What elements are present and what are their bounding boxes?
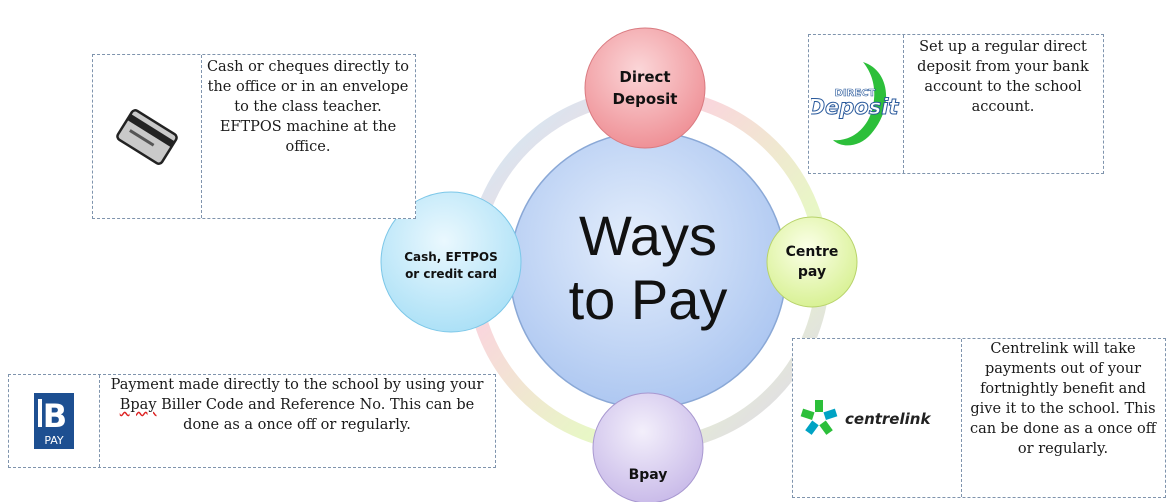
cash-circle [380, 191, 522, 333]
bpay-info-box: B PAY Payment made directly to the schoo… [8, 374, 496, 468]
cash-label: Cash, EFTPOS or credit card [404, 250, 498, 281]
bpay-icon-cell: B PAY [9, 375, 100, 467]
bpay-logo: B PAY [34, 393, 74, 449]
direct-deposit-logo: DIRECT Deposit [811, 62, 900, 146]
credit-card-icon [116, 108, 178, 165]
direct-deposit-circle [584, 27, 706, 149]
direct-deposit-logo-small: DIRECT [835, 88, 876, 99]
center-title-line2: to Pay [568, 268, 728, 331]
centrelink-info-text: Centrelink will take payments out of you… [969, 341, 1157, 457]
centrelink-logo: centrelink [800, 400, 931, 435]
cash-info-box: Cash or cheques directly to the office o… [92, 54, 416, 219]
direct-deposit-info-box: DIRECT Deposit Set up a regular direct d… [808, 34, 1104, 174]
direct-deposit-logo-large: Deposit [811, 95, 899, 119]
bpay-info-text: Payment made directly to the school by u… [99, 375, 495, 467]
centrelink-icon-cell: centrelink [793, 339, 962, 497]
centre-pay-label: Centre pay [785, 244, 839, 280]
bpay-label: Bpay [628, 467, 668, 483]
bpay-logo-b: B [43, 397, 67, 435]
direct-deposit-label: Direct Deposit [612, 68, 678, 108]
bpay-circle [592, 392, 704, 502]
cash-icon-cell [93, 55, 202, 218]
cash-info-text: Cash or cheques directly to the office o… [206, 59, 410, 155]
direct-deposit-icon-cell: DIRECT Deposit [809, 35, 904, 173]
centrelink-info-box: centrelink Centrelink will take payments… [792, 338, 1166, 498]
centrelink-logo-text: centrelink [845, 410, 931, 428]
bpay-info-paragraph: Payment made directly to the school by u… [103, 375, 491, 435]
bpay-text-wavy: Bpay [119, 397, 157, 413]
center-title: Ways to Pay [528, 204, 768, 332]
center-title-line1: Ways [579, 204, 717, 267]
centre-pay-circle [766, 216, 858, 308]
bpay-text-after: Biller Code and Reference No. This can b… [156, 397, 475, 433]
bpay-logo-pay: PAY [44, 434, 64, 447]
bpay-text-before: Payment made directly to the school by u… [110, 377, 484, 393]
direct-deposit-info-text: Set up a regular direct deposit from you… [917, 39, 1089, 115]
